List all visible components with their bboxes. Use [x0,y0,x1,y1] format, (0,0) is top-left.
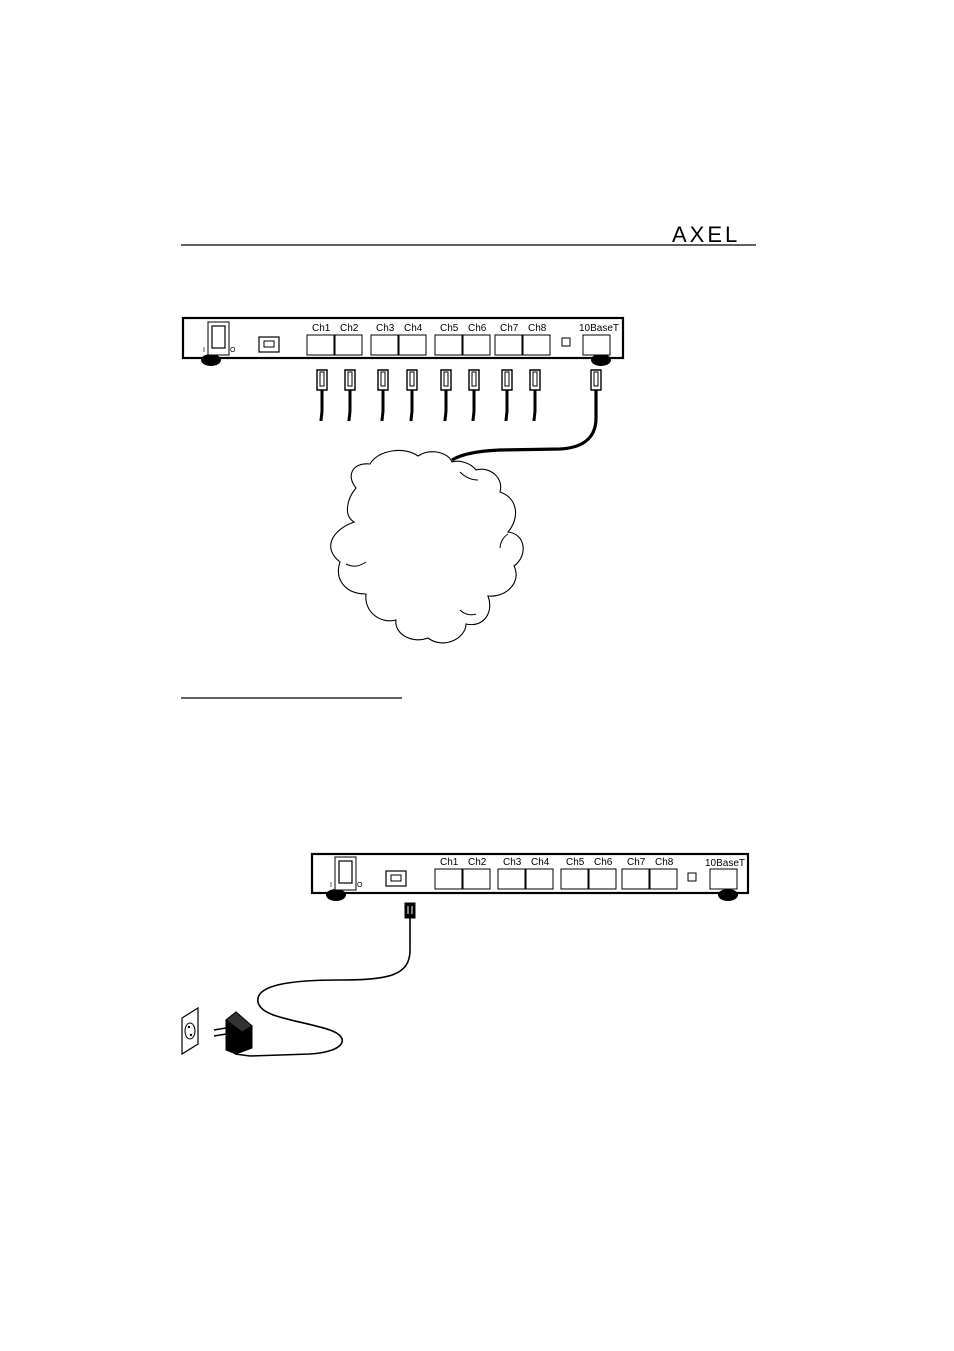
serial-port-label: Ch4 [404,323,423,334]
rj45-plug-icon [440,369,452,391]
svg-text:O: O [230,347,236,354]
serial-port-ch2 [462,868,491,890]
serial-port-label: Ch4 [531,857,550,868]
serial-port-ch3 [370,334,399,356]
power-jack-icon [258,336,280,353]
serial-port-ch7 [621,868,650,890]
power-plug-icon [404,902,416,919]
serial-port-label: Ch7 [627,857,646,868]
serial-cable [471,390,476,422]
serial-port-ch1 [434,868,463,890]
serial-port-ch2 [334,334,363,356]
serial-cable [409,390,414,422]
serial-port-ch6 [462,334,491,356]
device-foot-left [201,354,221,366]
serial-port-ch8 [649,868,678,890]
network-cloud-icon [330,449,524,644]
device-foot-right [591,354,611,366]
serial-port-label: Ch5 [566,857,585,868]
rj45-plug-icon [377,369,389,391]
rj45-plug-icon [316,369,328,391]
cloud-inner-curve [499,533,509,549]
rj45-plug-icon [468,369,480,391]
lan-cable [451,369,602,462]
lan-port [709,868,738,890]
device-foot-left [326,889,346,901]
serial-port-label: Ch6 [468,323,487,334]
wall-outlet-icon [181,1006,199,1056]
serial-port-ch8 [522,334,551,356]
rj45-plug-icon [590,369,602,391]
serial-cable [319,390,324,422]
serial-cable [532,390,537,422]
serial-port-ch5 [434,334,463,356]
rj45-plug-icon [501,369,513,391]
serial-cable [380,390,385,422]
power-cable [234,902,416,1057]
serial-port-label: Ch2 [340,323,359,334]
power-adapter-icon [213,1011,253,1055]
top-terminal-device: I O Ch1 Ch2 Ch3 Ch4 Ch5 Ch6 Ch7 Ch8 10BaseT [181,316,625,366]
serial-cable-group [316,369,541,422]
svg-text:O: O [357,882,363,889]
serial-port-label: Ch3 [503,857,522,868]
serial-port-label: Ch2 [468,857,487,868]
serial-cable [347,390,352,422]
lan-port-label: 10BaseT [579,323,619,334]
device-foot-right [718,889,738,901]
status-led [561,337,571,347]
serial-port-ch4 [398,334,427,356]
rj45-plug-icon [406,369,418,391]
cloud-inner-curve [459,609,477,616]
status-led [687,872,697,882]
bottom-terminal-device: I O Ch1 Ch2 Ch3 Ch4 Ch5 Ch6 Ch7 Ch8 10BaseT [310,852,750,901]
serial-port-ch4 [525,868,554,890]
power-switch-icon: I O [330,856,363,891]
serial-port-group: Ch1 Ch2 Ch3 Ch4 Ch5 Ch6 Ch7 Ch8 [434,857,678,890]
power-switch-icon: I O [203,321,236,356]
serial-port-label: Ch1 [312,323,331,334]
serial-port-label: Ch1 [440,857,459,868]
serial-port-label: Ch8 [528,323,547,334]
serial-port-ch5 [560,868,589,890]
serial-cable [504,390,509,422]
cloud-inner-curve [345,561,367,567]
lan-port [582,334,611,356]
cloud-inner-curve [459,471,479,481]
serial-port-label: Ch3 [376,323,395,334]
axel-logo: AXEL [672,222,740,247]
serial-cable [443,390,448,422]
serial-port-label: Ch6 [594,857,613,868]
serial-port-ch6 [588,868,617,890]
lan-port-label: 10BaseT [705,858,745,869]
serial-port-ch1 [306,334,335,356]
serial-port-ch3 [497,868,526,890]
serial-port-ch7 [494,334,523,356]
svg-text:I: I [203,347,205,354]
serial-port-group: Ch1 Ch2 Ch3 Ch4 Ch5 Ch6 Ch7 Ch8 [306,323,551,356]
power-jack-icon [385,870,407,887]
serial-port-label: Ch5 [440,323,459,334]
rj45-plug-icon [344,369,356,391]
rj45-plug-icon [529,369,541,391]
serial-port-label: Ch8 [655,857,674,868]
serial-port-label: Ch7 [500,323,519,334]
svg-text:I: I [330,882,332,889]
